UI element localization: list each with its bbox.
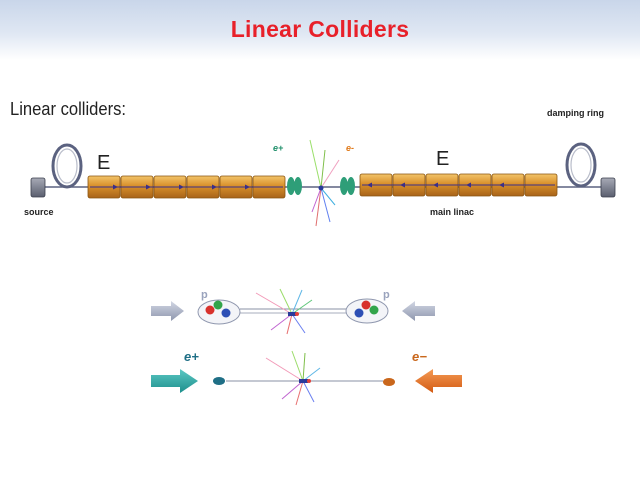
damping-ring-label: damping ring <box>547 108 604 118</box>
linear-colliders-heading: Linear colliders: <box>10 99 126 119</box>
right-damping-ring <box>565 142 597 188</box>
title-bar <box>0 0 640 60</box>
right-energy-label: E <box>436 148 450 170</box>
proton-left-label: p <box>201 289 208 301</box>
positron-arrow <box>151 369 198 393</box>
electron-label: e- <box>346 143 355 153</box>
source-label: source <box>24 207 54 217</box>
positron-bottom-label: e+ <box>184 349 199 364</box>
left-source-block <box>30 177 46 198</box>
proton-right-bunch <box>345 298 389 324</box>
electron-bunch <box>383 378 395 386</box>
electron-bottom-label: e− <box>412 349 427 364</box>
right-linac-cavities <box>359 173 558 197</box>
proton-right-label: p <box>383 289 390 301</box>
proton-collision-tracks <box>255 288 313 335</box>
left-linac-cavities <box>87 175 286 199</box>
proton-collision-diagram <box>151 288 435 335</box>
proton-right-arrow <box>402 301 435 321</box>
electron-positron-collision-diagram <box>151 350 462 406</box>
main-linac-label: main linac <box>430 207 475 217</box>
proton-left-arrow <box>151 301 184 321</box>
interaction-point <box>309 139 340 227</box>
left-energy-label: E <box>97 152 111 174</box>
positron-label: e+ <box>273 143 284 153</box>
positron-bunch <box>213 377 225 385</box>
left-damping-ring <box>51 143 83 189</box>
right-source-block <box>600 177 616 198</box>
slide-title: Linear Colliders <box>230 16 410 42</box>
final-focus-magnets <box>287 177 355 195</box>
electron-positron-collision-tracks <box>265 350 321 406</box>
linear-collider-schematic <box>30 139 616 227</box>
electron-arrow <box>415 369 462 393</box>
